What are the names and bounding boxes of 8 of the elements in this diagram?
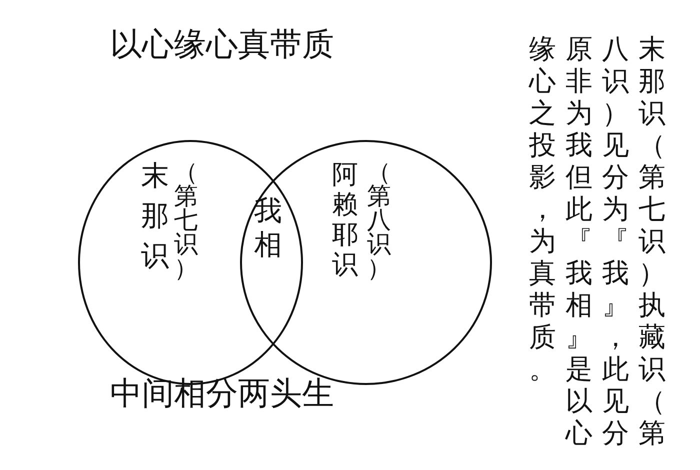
vertical-paragraph: 末那识（第七识）执藏识（第八识）见分为『我』，此见分原非为我但此『我相』是以心缘心之投影，为真带质。	[528, 34, 666, 450]
node-label: 我相	[253, 194, 283, 262]
diagram-title: 以心缘心真带质	[110, 25, 334, 64]
node-sublabel: （第七识）	[173, 160, 199, 280]
node-label: 末那识	[140, 158, 170, 274]
diagram-caption: 中间相分两头生	[110, 374, 334, 412]
node-sublabel: （第八识）	[366, 160, 392, 280]
node-label: 阿赖耶识	[331, 160, 359, 280]
